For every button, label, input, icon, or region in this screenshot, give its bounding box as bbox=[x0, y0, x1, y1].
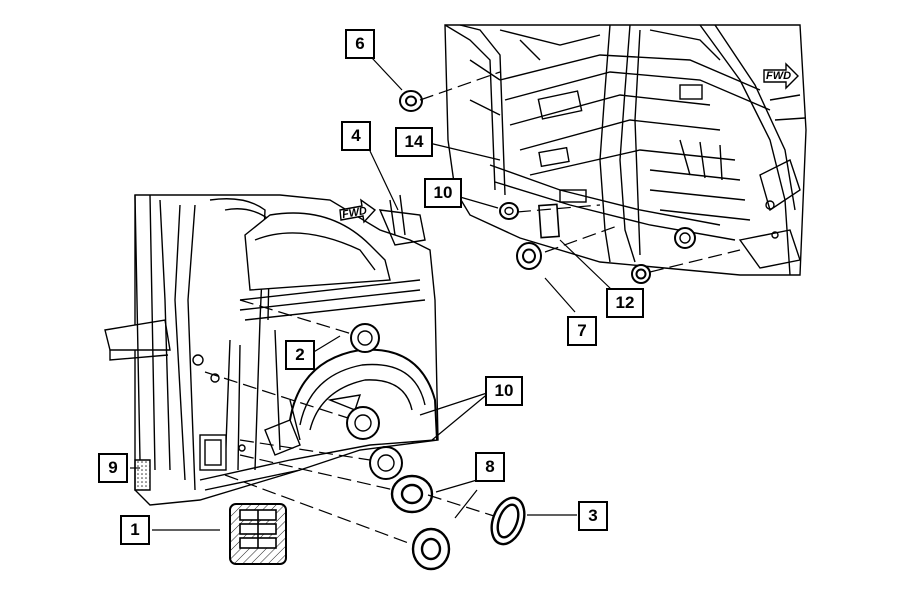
callout-10-upper: 10 bbox=[424, 178, 462, 208]
callout-7: 7 bbox=[567, 316, 597, 346]
quarter-panel-assembly bbox=[104, 194, 439, 506]
plug-7 bbox=[516, 242, 542, 270]
callout-8: 8 bbox=[475, 452, 505, 482]
oval-seal-3 bbox=[490, 496, 526, 546]
fwd-arrow-upper bbox=[763, 62, 799, 90]
vent-grille-1 bbox=[229, 503, 287, 565]
plug-12 bbox=[631, 264, 651, 284]
callout-2: 2 bbox=[285, 340, 315, 370]
plug-lower bbox=[411, 527, 451, 571]
leader-lines-solid bbox=[130, 57, 613, 531]
plug-8 bbox=[390, 474, 434, 514]
grommet-6 bbox=[399, 90, 423, 112]
fwd-arrow-lower bbox=[339, 198, 377, 224]
callout-12: 12 bbox=[606, 288, 644, 318]
callout-6: 6 bbox=[345, 29, 375, 59]
callout-1: 1 bbox=[120, 515, 150, 545]
leader-lines-dashed bbox=[204, 71, 741, 546]
callout-4: 4 bbox=[341, 121, 371, 151]
callout-3: 3 bbox=[578, 501, 608, 531]
callout-14: 14 bbox=[395, 127, 433, 157]
floor-pan-assembly bbox=[444, 24, 807, 276]
callout-10-lower: 10 bbox=[485, 376, 523, 406]
callout-9: 9 bbox=[98, 453, 128, 483]
fwd-label-upper: FWD bbox=[766, 70, 792, 82]
